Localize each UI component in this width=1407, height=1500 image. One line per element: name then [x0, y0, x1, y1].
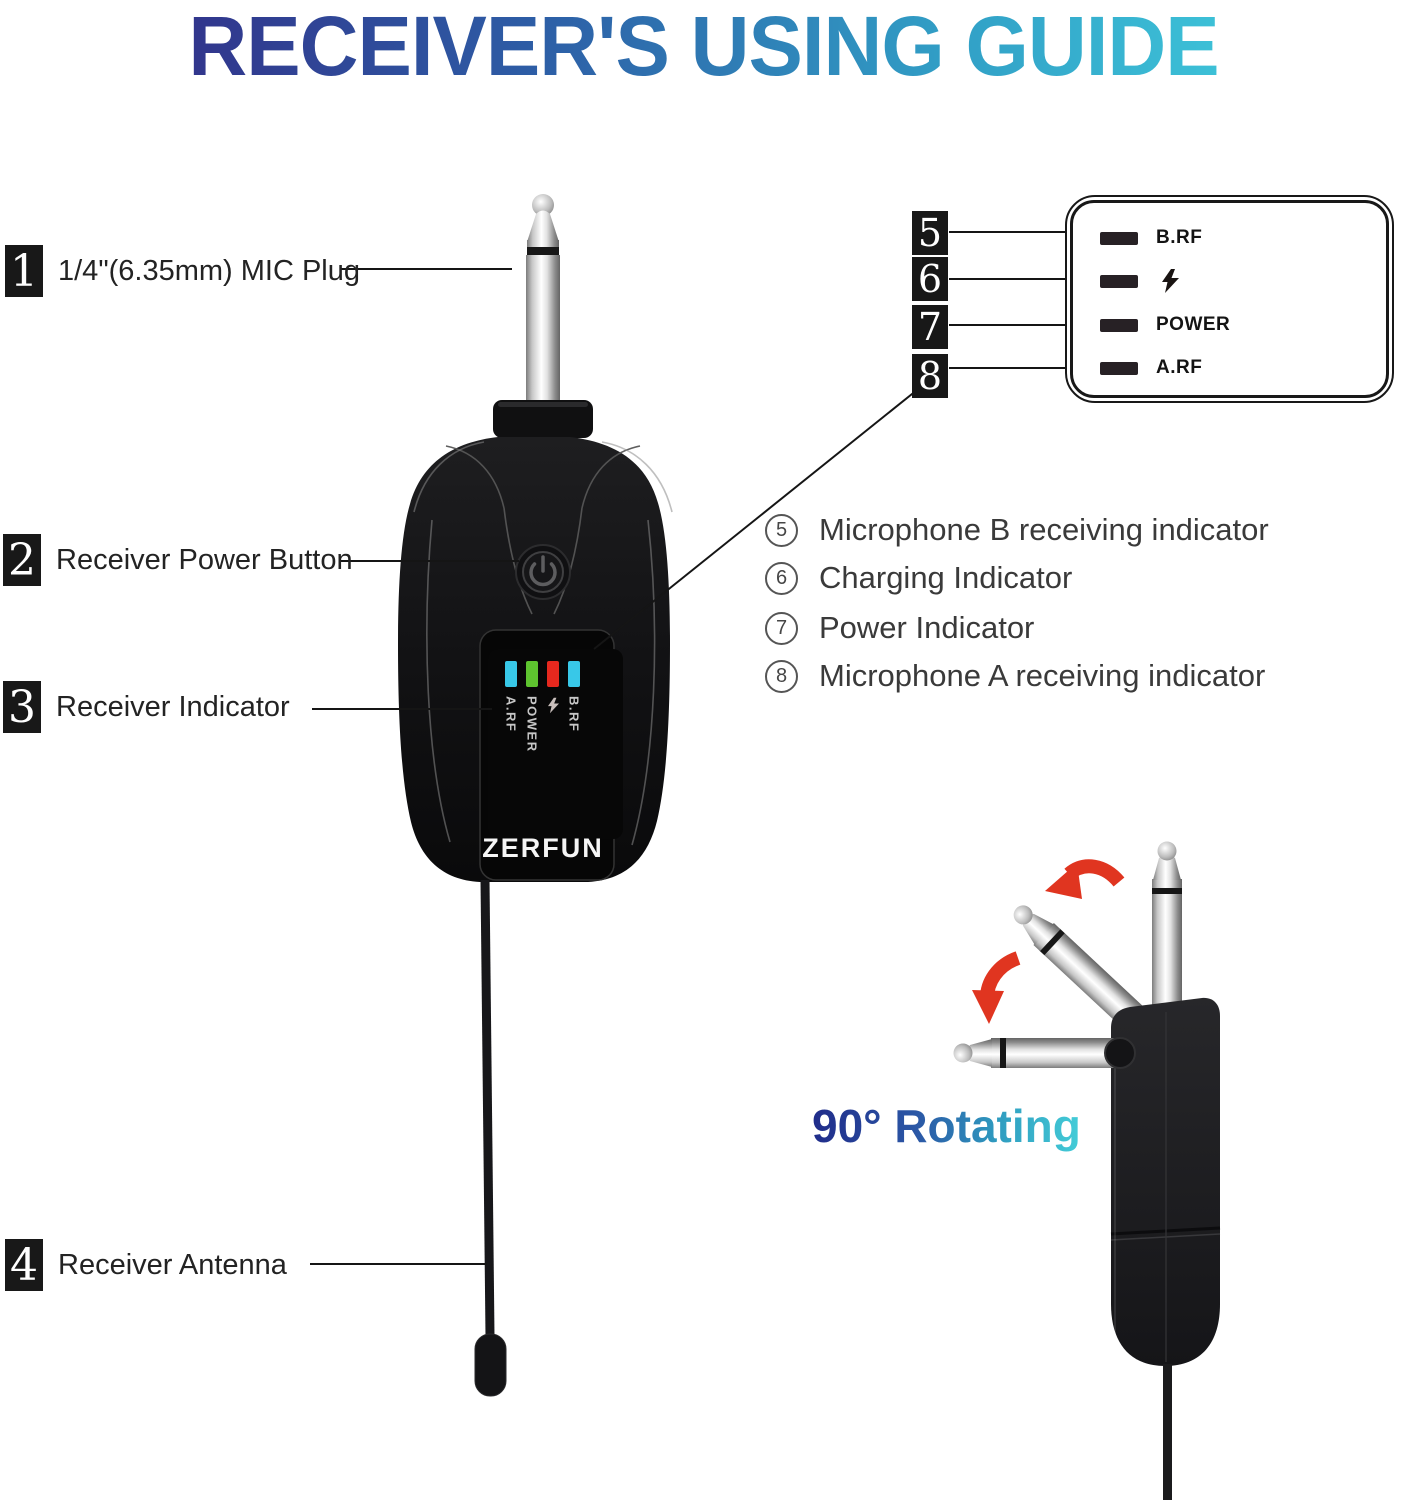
power-icon [529, 562, 557, 587]
legend-text: Microphone B receiving indicator [819, 512, 1269, 547]
callout-number: 4 [5, 1239, 43, 1291]
panel-row-label: A.RF [1156, 357, 1203, 378]
receiver-side-body [1110, 997, 1221, 1366]
receiver-display: A.RF POWER B.RF [488, 649, 623, 839]
legend-item-8: 8 Microphone A receiving indicator [765, 656, 1265, 696]
led-bar-icon [1100, 274, 1138, 288]
led-b-rf [568, 661, 580, 687]
receiver-antenna [474, 879, 507, 1397]
callout-label: 1/4"(6.35mm) MIC Plug [58, 254, 360, 287]
panel-row-label: B.RF [1156, 227, 1203, 248]
callout-indicator: 3 Receiver Indicator [3, 681, 290, 733]
led-bar-icon [1100, 318, 1138, 332]
plug-pivot [1104, 1037, 1136, 1069]
display-label: A.RF [503, 696, 519, 733]
lightning-bolt-icon [547, 697, 559, 719]
circled-number: 8 [765, 659, 798, 693]
legend-item-6: 6 Charging Indicator [765, 558, 1072, 598]
plug-collar [493, 400, 593, 438]
callout-number: 3 [3, 681, 41, 733]
receiver-side-illustration [953, 841, 1221, 1500]
callout-number-6: 6 [912, 257, 948, 301]
panel-row-arf: A.RF [1073, 357, 1202, 379]
page-title: RECEIVER'S USING GUIDE [21, 0, 1386, 92]
led-bar-icon [1100, 361, 1138, 375]
callout-number-7: 7 [912, 305, 948, 349]
panel-row-label: POWER [1156, 314, 1231, 335]
led-charging [547, 661, 559, 687]
legend-text: Charging Indicator [819, 560, 1073, 595]
display-label: POWER [524, 696, 540, 753]
led-power [526, 661, 538, 687]
callout-label: Receiver Indicator [56, 690, 290, 723]
indicator-panel-inner: B.RF POWER A.RF [1070, 200, 1389, 398]
callout-power-button: 2 Receiver Power Button [3, 534, 353, 586]
callout-label: Receiver Power Button [56, 543, 353, 576]
display-label: B.RF [566, 696, 582, 733]
led-bar-icon [1100, 231, 1138, 245]
lightning-bolt-icon [1162, 269, 1179, 293]
display-column-arf: A.RF [503, 661, 519, 839]
panel-row-brf: B.RF [1073, 227, 1202, 249]
rotation-arrow-upper [1045, 859, 1125, 899]
callout-antenna: 4 Receiver Antenna [5, 1239, 287, 1291]
rotating-caption: 90° Rotating [812, 1100, 1081, 1152]
led-a-rf [505, 661, 517, 687]
circled-number: 5 [765, 513, 798, 547]
callout-number: 2 [3, 534, 41, 586]
display-column-charging [547, 661, 559, 839]
quarter-inch-plug [526, 194, 560, 403]
callout-label: Receiver Antenna [58, 1248, 287, 1281]
plug-position-horizontal [953, 1038, 1120, 1068]
panel-row-charging [1073, 269, 1179, 293]
legend-text: Microphone A receiving indicator [819, 658, 1266, 693]
plug-position-vertical [1152, 841, 1182, 1008]
callout-mic-plug: 1 1/4"(6.35mm) MIC Plug [5, 245, 360, 297]
callout-number: 1 [5, 245, 43, 297]
display-column-power: POWER [524, 661, 540, 839]
panel-row-power: POWER [1073, 314, 1230, 336]
callout-number-5: 5 [912, 211, 948, 255]
brand-logo: ZERFUN [482, 833, 604, 863]
circled-number: 6 [765, 561, 798, 595]
legend-item-7: 7 Power Indicator [765, 608, 1034, 648]
antenna-cable [1163, 1364, 1172, 1500]
legend-text: Power Indicator [819, 610, 1035, 645]
callout-number-8: 8 [912, 354, 948, 398]
legend-item-5: 5 Microphone B receiving indicator [765, 510, 1269, 550]
circled-number: 7 [765, 611, 798, 645]
power-button [515, 544, 571, 600]
indicator-panel: B.RF POWER A.RF [1065, 195, 1394, 403]
display-column-brf: B.RF [566, 661, 582, 839]
rotation-arrow-lower [972, 951, 1021, 1024]
